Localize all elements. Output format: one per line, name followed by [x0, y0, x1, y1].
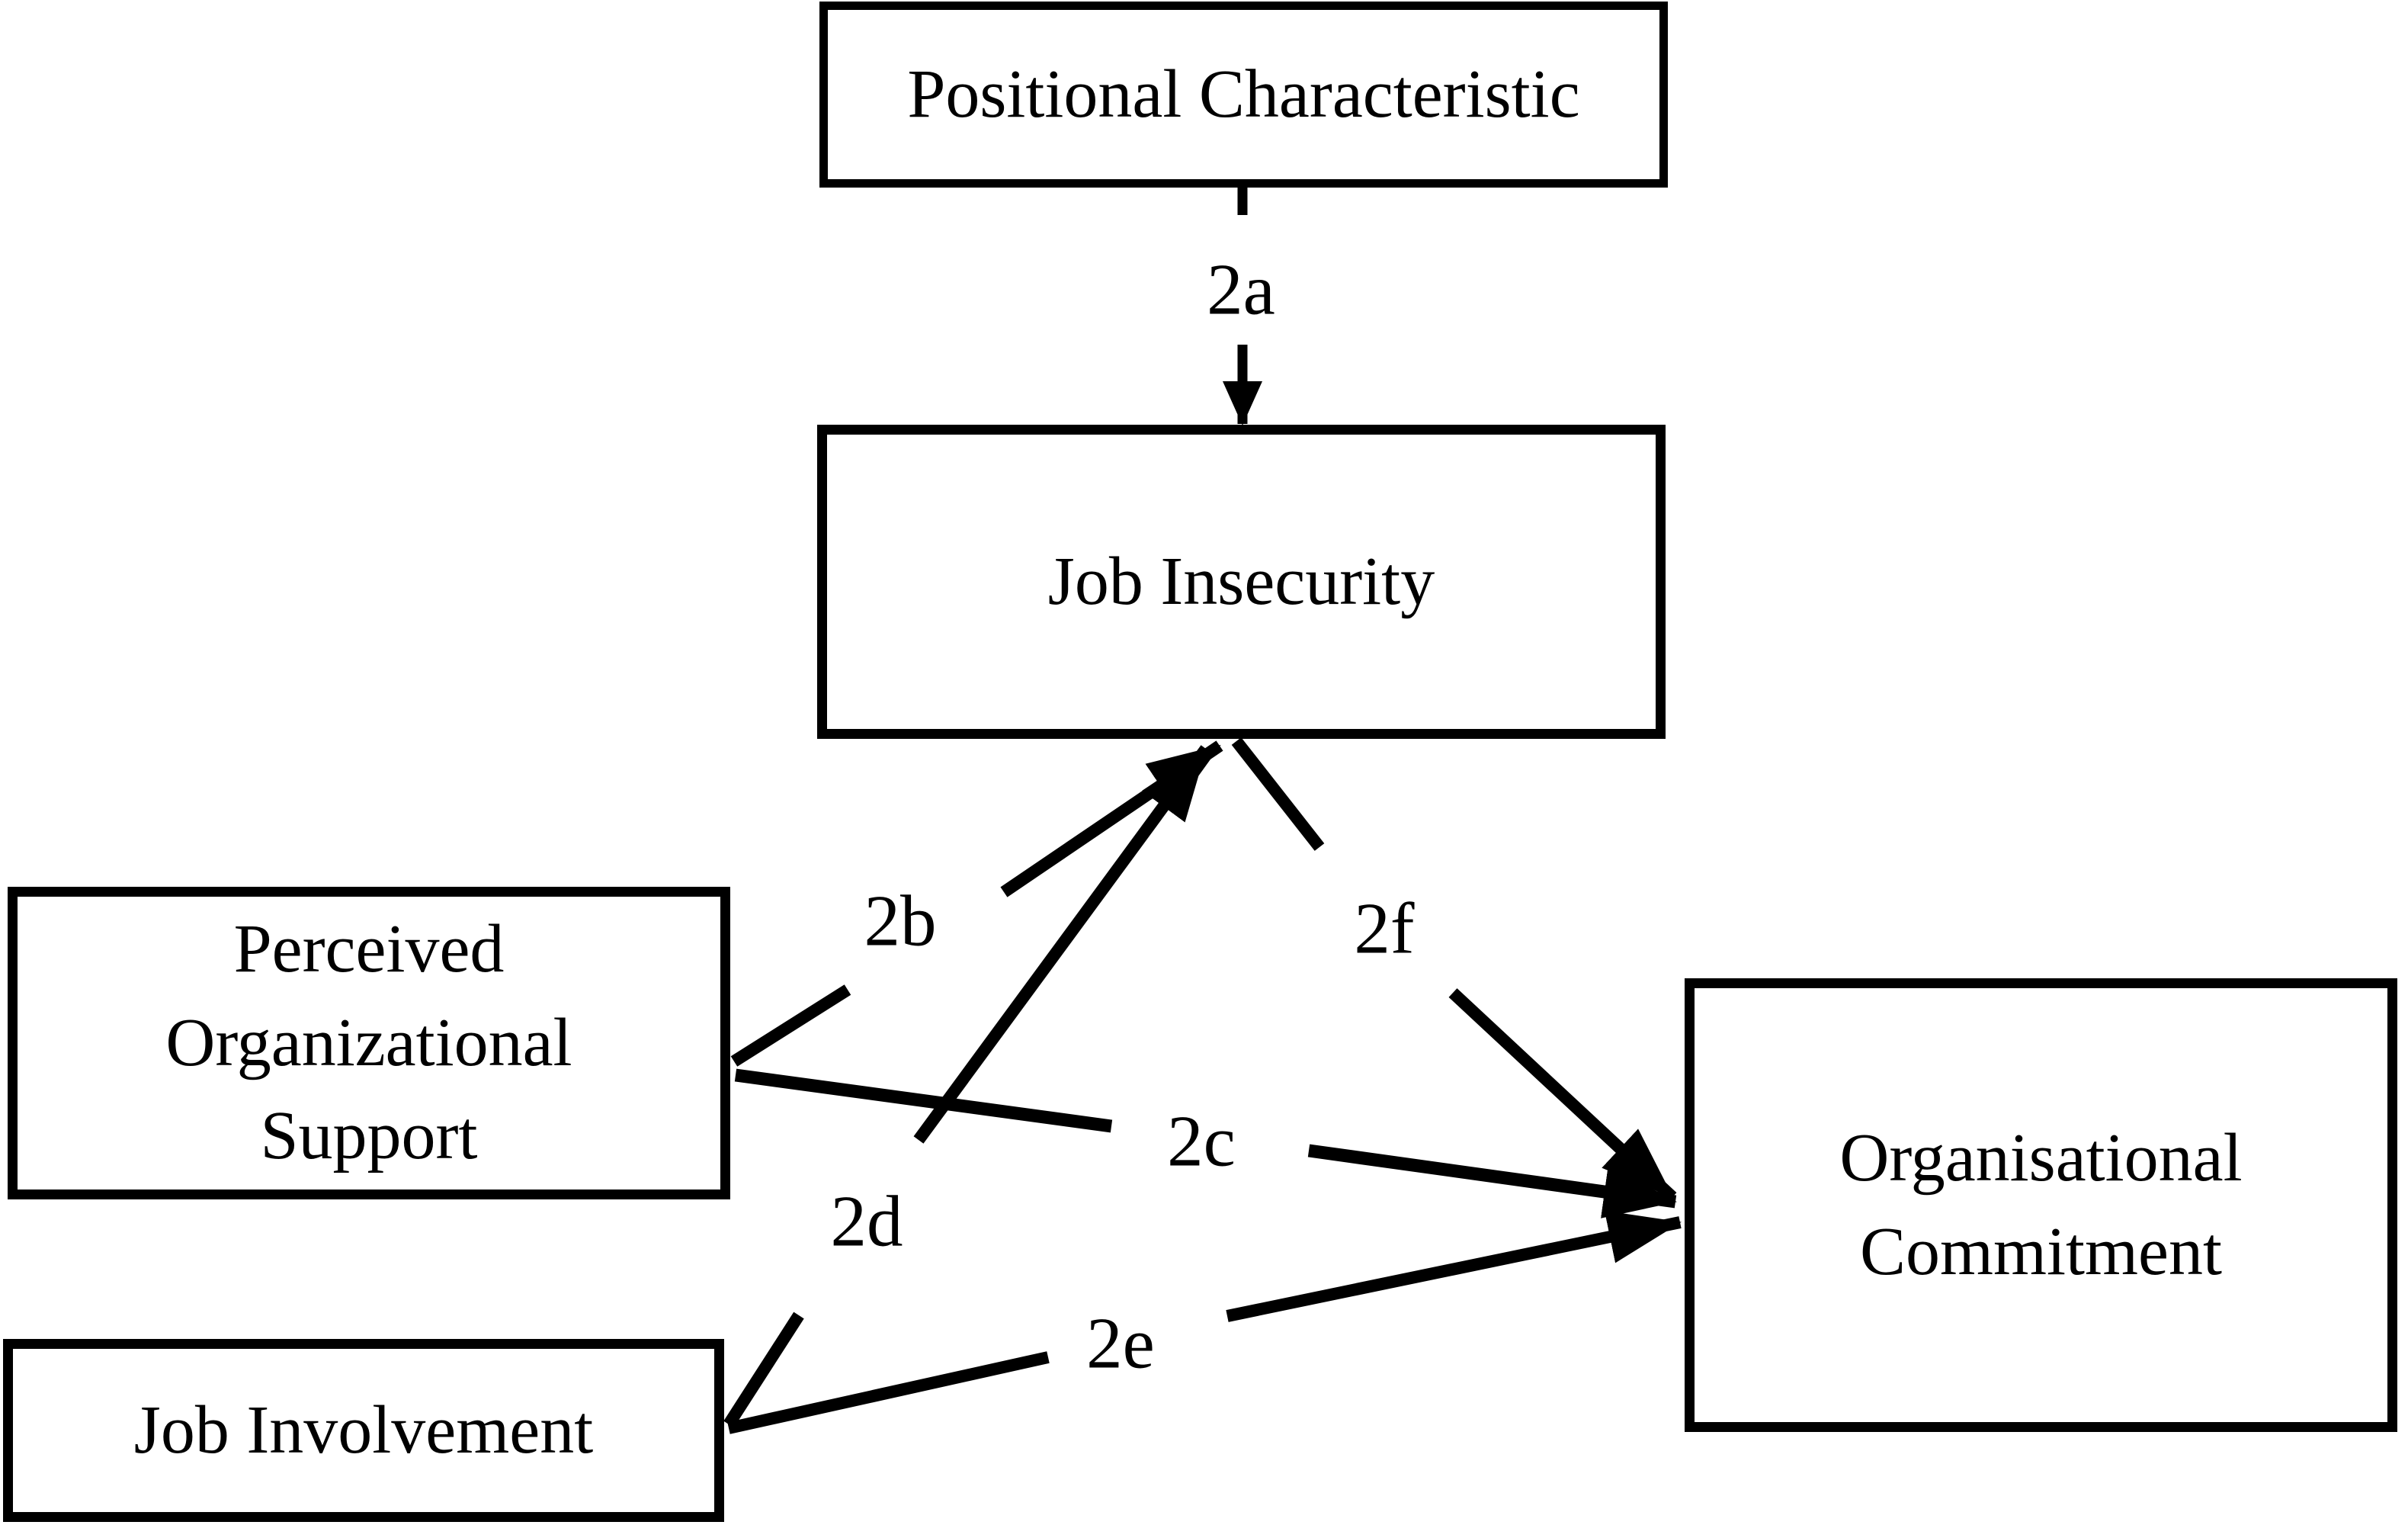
edge-label-2e: 2e	[1086, 1302, 1155, 1384]
node-label: Job Insecurity	[1047, 543, 1435, 619]
node-job-insecurity: Job Insecurity	[817, 425, 1666, 739]
edge-2e-arrow	[1226, 1210, 1682, 1322]
edge-2d-seg1	[723, 1312, 804, 1428]
edge-label-2d: 2d	[830, 1180, 903, 1262]
edge-2f-arrow	[1448, 988, 1677, 1202]
edge-2c-arrow	[1307, 1144, 1677, 1218]
node-label: Positional Characteristic	[907, 56, 1580, 132]
node-positional-characteristic: Positional Characteristic	[819, 2, 1668, 188]
edge-2e-seg1	[727, 1351, 1050, 1434]
edge-label-2b: 2b	[864, 880, 937, 962]
node-label-line: Organisational	[1839, 1120, 2243, 1196]
node-organisational-commitment: Organisational Commitment	[1685, 978, 2397, 1432]
node-label: Organisational Commitment	[1839, 1112, 2242, 1299]
edge-label-2f: 2f	[1354, 888, 1415, 969]
node-job-involvement: Job Involvement	[3, 1339, 724, 1522]
node-label: Job Involvement	[133, 1392, 594, 1468]
node-label: Perceived Organizational Support	[165, 903, 572, 1183]
node-label-line: Perceived	[233, 911, 505, 987]
edge-2d-arrow	[913, 745, 1211, 1144]
node-label-line: Commitment	[1859, 1213, 2222, 1289]
edge-label-2c: 2c	[1167, 1100, 1236, 1182]
edge-2b-seg1	[730, 984, 851, 1067]
edge-2c-seg1	[734, 1068, 1113, 1133]
node-perceived-organizational-support: Perceived Organizational Support	[8, 887, 730, 1199]
edge-2f-seg1	[1231, 737, 1325, 851]
node-label-line: Support	[260, 1098, 478, 1174]
edge-2b-arrow	[1000, 740, 1223, 897]
node-label-line: Organizational	[165, 1004, 572, 1080]
edge-label-2a: 2a	[1207, 249, 1275, 330]
